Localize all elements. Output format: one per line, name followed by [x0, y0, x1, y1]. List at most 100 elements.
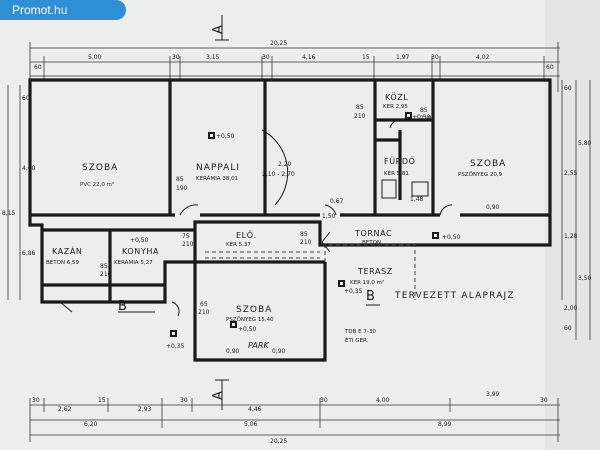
room-floor: KER 2,95 — [383, 104, 408, 110]
opening-dim: 210 — [420, 115, 432, 122]
level-marker — [338, 280, 345, 287]
dim-bottom-9: 3,99 — [486, 391, 500, 398]
opening-dim: 75 — [182, 233, 190, 240]
room-floor: PSZÖNYEG 20,9 — [458, 171, 503, 178]
room-floor: PVC 22,0 m² — [80, 181, 114, 188]
level-value: +0,50 — [442, 234, 461, 241]
room-name: NAPPALI — [196, 163, 240, 173]
note-park: PARK — [248, 341, 269, 350]
room-elo: ELŐ. KER 5,37 — [226, 230, 256, 248]
room-szoba-3: SZOBA PSZÖNYEG 15,40 — [226, 305, 274, 323]
dim-right-1: 60 — [564, 85, 572, 92]
dim-right-7: 60 — [564, 325, 572, 332]
level-markers — [170, 112, 439, 337]
room-name: FÜRDŐ — [384, 156, 415, 166]
room-terasz: TERASZ KER 19,0 m² — [350, 267, 392, 286]
level-marker — [230, 321, 237, 328]
room-furdo: FÜRDŐ KER 5,81 — [384, 156, 415, 177]
room-floor: KER 5,81 — [384, 171, 409, 177]
badge-tld: .hu — [50, 3, 68, 17]
opening-dim: 210 — [198, 309, 210, 316]
note-tdb: TDB E 7-30 — [344, 329, 376, 335]
door-swings — [59, 119, 453, 317]
dim-bottom-4: 2,93 — [138, 406, 152, 413]
dim-top-9: 30 — [431, 54, 439, 61]
room-nappali: NAPPALI KERÁMIA 38,01 — [196, 163, 240, 182]
top-dimensions: 20,25 60 5,00 30 3,15 30 4,16 15 1,97 30… — [29, 40, 560, 92]
dim-top-10: 4,02 — [476, 54, 490, 61]
dim-right-5: 3,50 — [578, 275, 592, 282]
opening-dimensions: 85 210 85 190 85 210 75 210 85 210 85 21… — [100, 104, 500, 355]
level-marker — [405, 112, 412, 119]
dim-right-4: 1,28 — [564, 233, 578, 240]
opening-dim: 1,48 — [410, 196, 424, 203]
dim-bottom-10: 30 — [540, 397, 548, 404]
level-value: +0,35 — [166, 343, 185, 350]
dim-right-2: 5,80 — [578, 140, 592, 147]
opening-dim: 85 — [300, 231, 308, 238]
level-value: +0,50 — [238, 326, 257, 333]
room-floor: BETON — [362, 240, 381, 246]
walls — [28, 78, 552, 362]
watermark-badge[interactable]: Promot.hu — [0, 0, 126, 20]
room-name: KÖZL — [385, 92, 408, 102]
level-marker — [170, 330, 177, 337]
dim-total-top: 20,25 — [270, 40, 287, 47]
opening-dim: 210 — [100, 271, 112, 278]
room-kozl: KÖZL KER 2,95 — [383, 92, 408, 110]
dim-top-2: 5,00 — [88, 54, 102, 61]
dim-bottom-2: 2,62 — [58, 406, 72, 413]
dim-top-4: 3,15 — [206, 54, 220, 61]
opening-dim: 0,90 — [486, 204, 500, 211]
dim-bottom-7: 30 — [320, 397, 328, 404]
level-value: +0,50 — [412, 114, 431, 121]
dim-right-3: 2,55 — [564, 170, 578, 177]
dim-bottom-6: 4,46 — [248, 406, 262, 413]
opening-dim: 210 — [182, 241, 194, 248]
opening-dim: 85 — [100, 263, 108, 270]
opening-dim: 85 — [176, 176, 184, 183]
dim-bottom-1: 30 — [32, 397, 40, 404]
dim-bottom-13: 8,99 — [438, 421, 452, 428]
dim-bottom-11: 6,20 — [84, 421, 98, 428]
bottom-dimensions: 30 2,62 15 2,93 30 4,46 30 4,00 3,99 30 … — [29, 391, 560, 445]
dim-top-8: 1,97 — [396, 54, 410, 61]
dim-top-6: 4,16 — [302, 54, 316, 61]
dim-top-1: 60 — [34, 64, 42, 71]
opening-dim: 0,67 — [330, 198, 344, 205]
room-tornac: TORNÁC BETON — [354, 227, 392, 246]
room-konyha: KONYHA KERÁMIA 5,27 — [114, 247, 158, 266]
dim-top-3: 30 — [172, 54, 180, 61]
opening-dim: 0,90 — [272, 348, 286, 355]
room-floor: KER 5,37 — [226, 242, 251, 248]
level-value: +0,35 — [344, 288, 363, 295]
room-name: SZOBA — [236, 305, 272, 315]
opening-dim: 65 — [200, 301, 208, 308]
level-value: +0,50 — [216, 133, 235, 140]
level-value: +0,50 — [130, 237, 149, 244]
note-eti: ÉTI GER. — [345, 336, 369, 344]
dim-bottom-8: 4,00 — [376, 397, 390, 404]
level-marker — [432, 232, 439, 239]
opening-dim: 2,10 - 2,70 — [262, 171, 295, 178]
dim-bottom-12: 5,06 — [244, 421, 258, 428]
room-floor: KERÁMIA 5,27 — [114, 259, 153, 266]
room-szoba-2: SZOBA PSZÖNYEG 20,9 — [458, 159, 505, 178]
notes: TDB E 7-30 ÉTI GER. PARK — [248, 329, 376, 350]
dim-left-3: 8,15 — [2, 210, 16, 217]
dim-left-4: 6,86 — [22, 250, 36, 257]
dim-bottom-5: 30 — [180, 397, 188, 404]
dim-right-6: 2,00 — [564, 305, 578, 312]
level-values: +0,50 +0,50 +0,50 +0,50 +0,50 +0,35 +0,3… — [130, 114, 461, 350]
dim-left-1: 60 — [22, 95, 30, 102]
opening-dim: 1,50 — [322, 213, 336, 220]
dim-top-7: 15 — [362, 54, 370, 61]
room-name: SZOBA — [82, 163, 118, 173]
dim-bottom-3: 15 — [98, 397, 106, 404]
dim-top-5: 30 — [262, 54, 270, 61]
section-b-right: B — [366, 289, 375, 304]
room-name: TORNÁC — [354, 227, 392, 238]
room-floor: KER 19,0 m² — [350, 279, 384, 286]
opening-dim: 210 — [354, 113, 366, 120]
